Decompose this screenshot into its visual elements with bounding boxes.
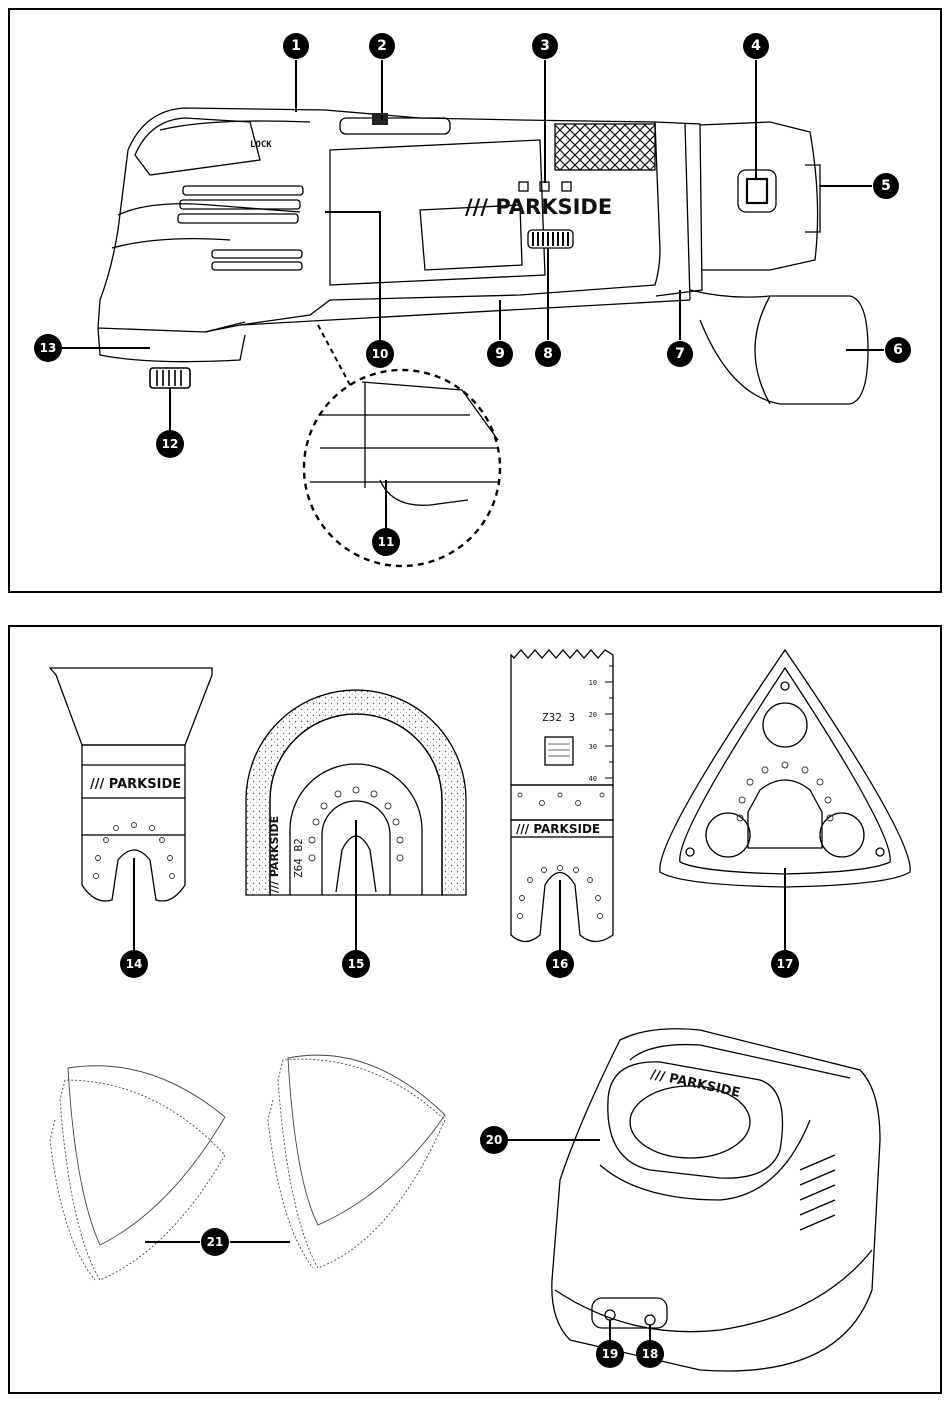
callout-9: 9 bbox=[487, 341, 513, 367]
bottom-panel-frame bbox=[9, 626, 941, 1393]
scale-label-20: 20 bbox=[589, 711, 597, 719]
callout-8: 8 bbox=[535, 341, 561, 367]
svg-text:10: 10 bbox=[372, 347, 389, 361]
svg-text:12: 12 bbox=[162, 437, 179, 451]
svg-text:19: 19 bbox=[602, 1347, 619, 1361]
svg-text:2: 2 bbox=[377, 38, 387, 54]
callout-13: 13 bbox=[34, 334, 62, 362]
grip-texture bbox=[555, 124, 655, 170]
callout-7: 7 bbox=[667, 341, 693, 367]
svg-text:1: 1 bbox=[291, 38, 301, 54]
svg-text:4: 4 bbox=[751, 38, 761, 54]
svg-text:20: 20 bbox=[486, 1133, 503, 1147]
plunge-brand-text: /// PARKSIDE bbox=[516, 822, 600, 836]
leader-lines bbox=[62, 60, 884, 1383]
svg-text:14: 14 bbox=[126, 957, 143, 971]
callout-20: 20 bbox=[480, 1126, 508, 1154]
battery-charger-20: /// PARKSIDE bbox=[552, 1029, 880, 1371]
svg-text:6: 6 bbox=[893, 342, 903, 358]
svg-text:8: 8 bbox=[543, 346, 553, 362]
accessory-sanding-pad-17 bbox=[660, 650, 910, 887]
callout-12: 12 bbox=[156, 430, 184, 458]
callout-10: 10 bbox=[366, 340, 394, 368]
multitool-illustration: LOCK /// PARKSIDE bbox=[98, 108, 868, 404]
callout-5: 5 bbox=[873, 173, 899, 199]
callout-15: 15 bbox=[342, 950, 370, 978]
callout-14: 14 bbox=[120, 950, 148, 978]
callout-21: 21 bbox=[201, 1228, 229, 1256]
accessory-scraper-blade-14: /// PARKSIDE bbox=[50, 668, 212, 901]
charger-brand-text: /// PARKSIDE bbox=[649, 1067, 741, 1101]
lock-label: LOCK bbox=[250, 140, 272, 150]
callout-3: 3 bbox=[532, 33, 558, 59]
svg-text:3: 3 bbox=[540, 38, 550, 54]
accessory-sanding-sheets-21 bbox=[50, 1055, 445, 1280]
scale-label-10: 10 bbox=[589, 679, 597, 687]
segment-blade-code: Z64 B2 bbox=[292, 838, 305, 878]
callout-6: 6 bbox=[885, 337, 911, 363]
svg-text:21: 21 bbox=[207, 1235, 224, 1249]
accessory-plunge-blade-16: 10 20 30 40 Z32 3 /// PARKSIDE bbox=[511, 650, 613, 942]
scale-label-40: 40 bbox=[589, 775, 597, 783]
svg-text:9: 9 bbox=[495, 346, 505, 362]
callout-16: 16 bbox=[546, 950, 574, 978]
callout-2: 2 bbox=[369, 33, 395, 59]
svg-text:13: 13 bbox=[40, 341, 57, 355]
callout-18: 18 bbox=[636, 1340, 664, 1368]
scale-label-30: 30 bbox=[589, 743, 597, 751]
svg-text:17: 17 bbox=[777, 957, 794, 971]
callout-19: 19 bbox=[596, 1340, 624, 1368]
svg-text:5: 5 bbox=[881, 178, 891, 194]
detail-magnifier-11 bbox=[304, 325, 500, 566]
svg-text:15: 15 bbox=[348, 957, 365, 971]
callout-4: 4 bbox=[743, 33, 769, 59]
callout-1: 1 bbox=[283, 33, 309, 59]
segment-brand-text: /// PARKSIDE bbox=[268, 816, 281, 893]
plunge-blade-code: Z32 3 bbox=[542, 711, 575, 724]
callout-17: 17 bbox=[771, 950, 799, 978]
scraper-brand-text: /// PARKSIDE bbox=[90, 777, 181, 792]
callout-11: 11 bbox=[372, 528, 400, 556]
housing-brand-text: /// PARKSIDE bbox=[465, 195, 612, 219]
svg-text:11: 11 bbox=[378, 535, 395, 549]
top-panel-frame bbox=[9, 9, 941, 592]
svg-text:16: 16 bbox=[552, 957, 569, 971]
svg-text:18: 18 bbox=[642, 1347, 659, 1361]
svg-text:7: 7 bbox=[675, 346, 685, 362]
